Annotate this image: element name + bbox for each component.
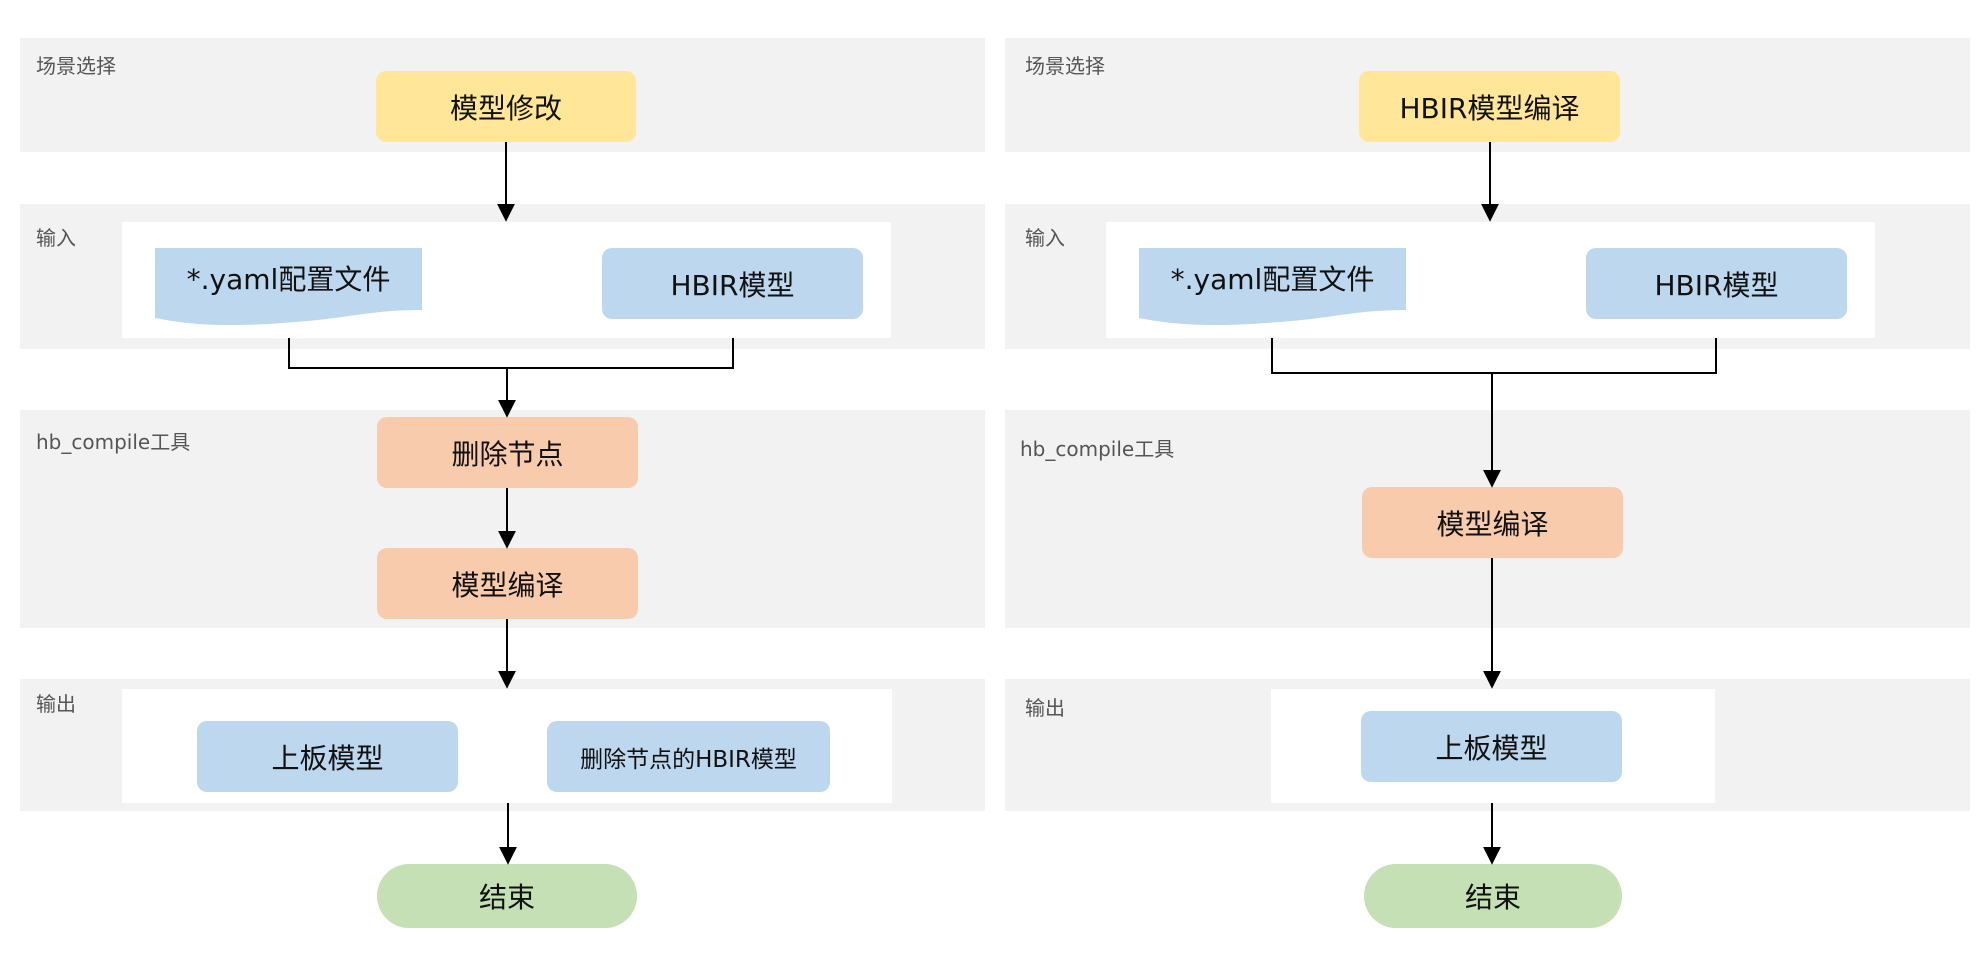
right-input-label: 输入 [1025, 226, 1065, 250]
right-scene-label: 场景选择 [1025, 54, 1105, 78]
left-output-label: 输出 [36, 692, 76, 716]
right-tool-label: hb_compile工具 [1020, 437, 1175, 461]
right-input-model: HBIR模型 [1586, 248, 1847, 319]
left-scene-node: 模型修改 [376, 71, 636, 142]
document-shape-icon [155, 248, 422, 326]
right-output-board-model: 上板模型 [1361, 711, 1622, 782]
left-input-document: *.yaml配置文件 [155, 248, 422, 326]
left-end-node: 结束 [377, 864, 637, 928]
right-end-node: 结束 [1364, 864, 1622, 928]
right-output-label: 输出 [1025, 696, 1065, 720]
right-scene-node: HBIR模型编译 [1359, 71, 1620, 142]
right-input-document-label: *.yaml配置文件 [1170, 263, 1375, 296]
left-tool-label: hb_compile工具 [36, 430, 191, 454]
left-input-model: HBIR模型 [602, 248, 863, 319]
left-output-board-model: 上板模型 [197, 721, 458, 792]
left-tool-step-compile: 模型编译 [377, 548, 638, 619]
right-tool-step-compile: 模型编译 [1362, 487, 1623, 558]
document-shape-icon [1139, 248, 1406, 326]
left-output-hbir-model: 删除节点的HBIR模型 [547, 721, 830, 792]
right-input-document: *.yaml配置文件 [1139, 248, 1406, 326]
left-scene-label: 场景选择 [36, 54, 116, 78]
left-input-label: 输入 [36, 226, 76, 250]
left-input-document-label: *.yaml配置文件 [186, 263, 391, 296]
left-tool-step-delete: 删除节点 [377, 417, 638, 488]
